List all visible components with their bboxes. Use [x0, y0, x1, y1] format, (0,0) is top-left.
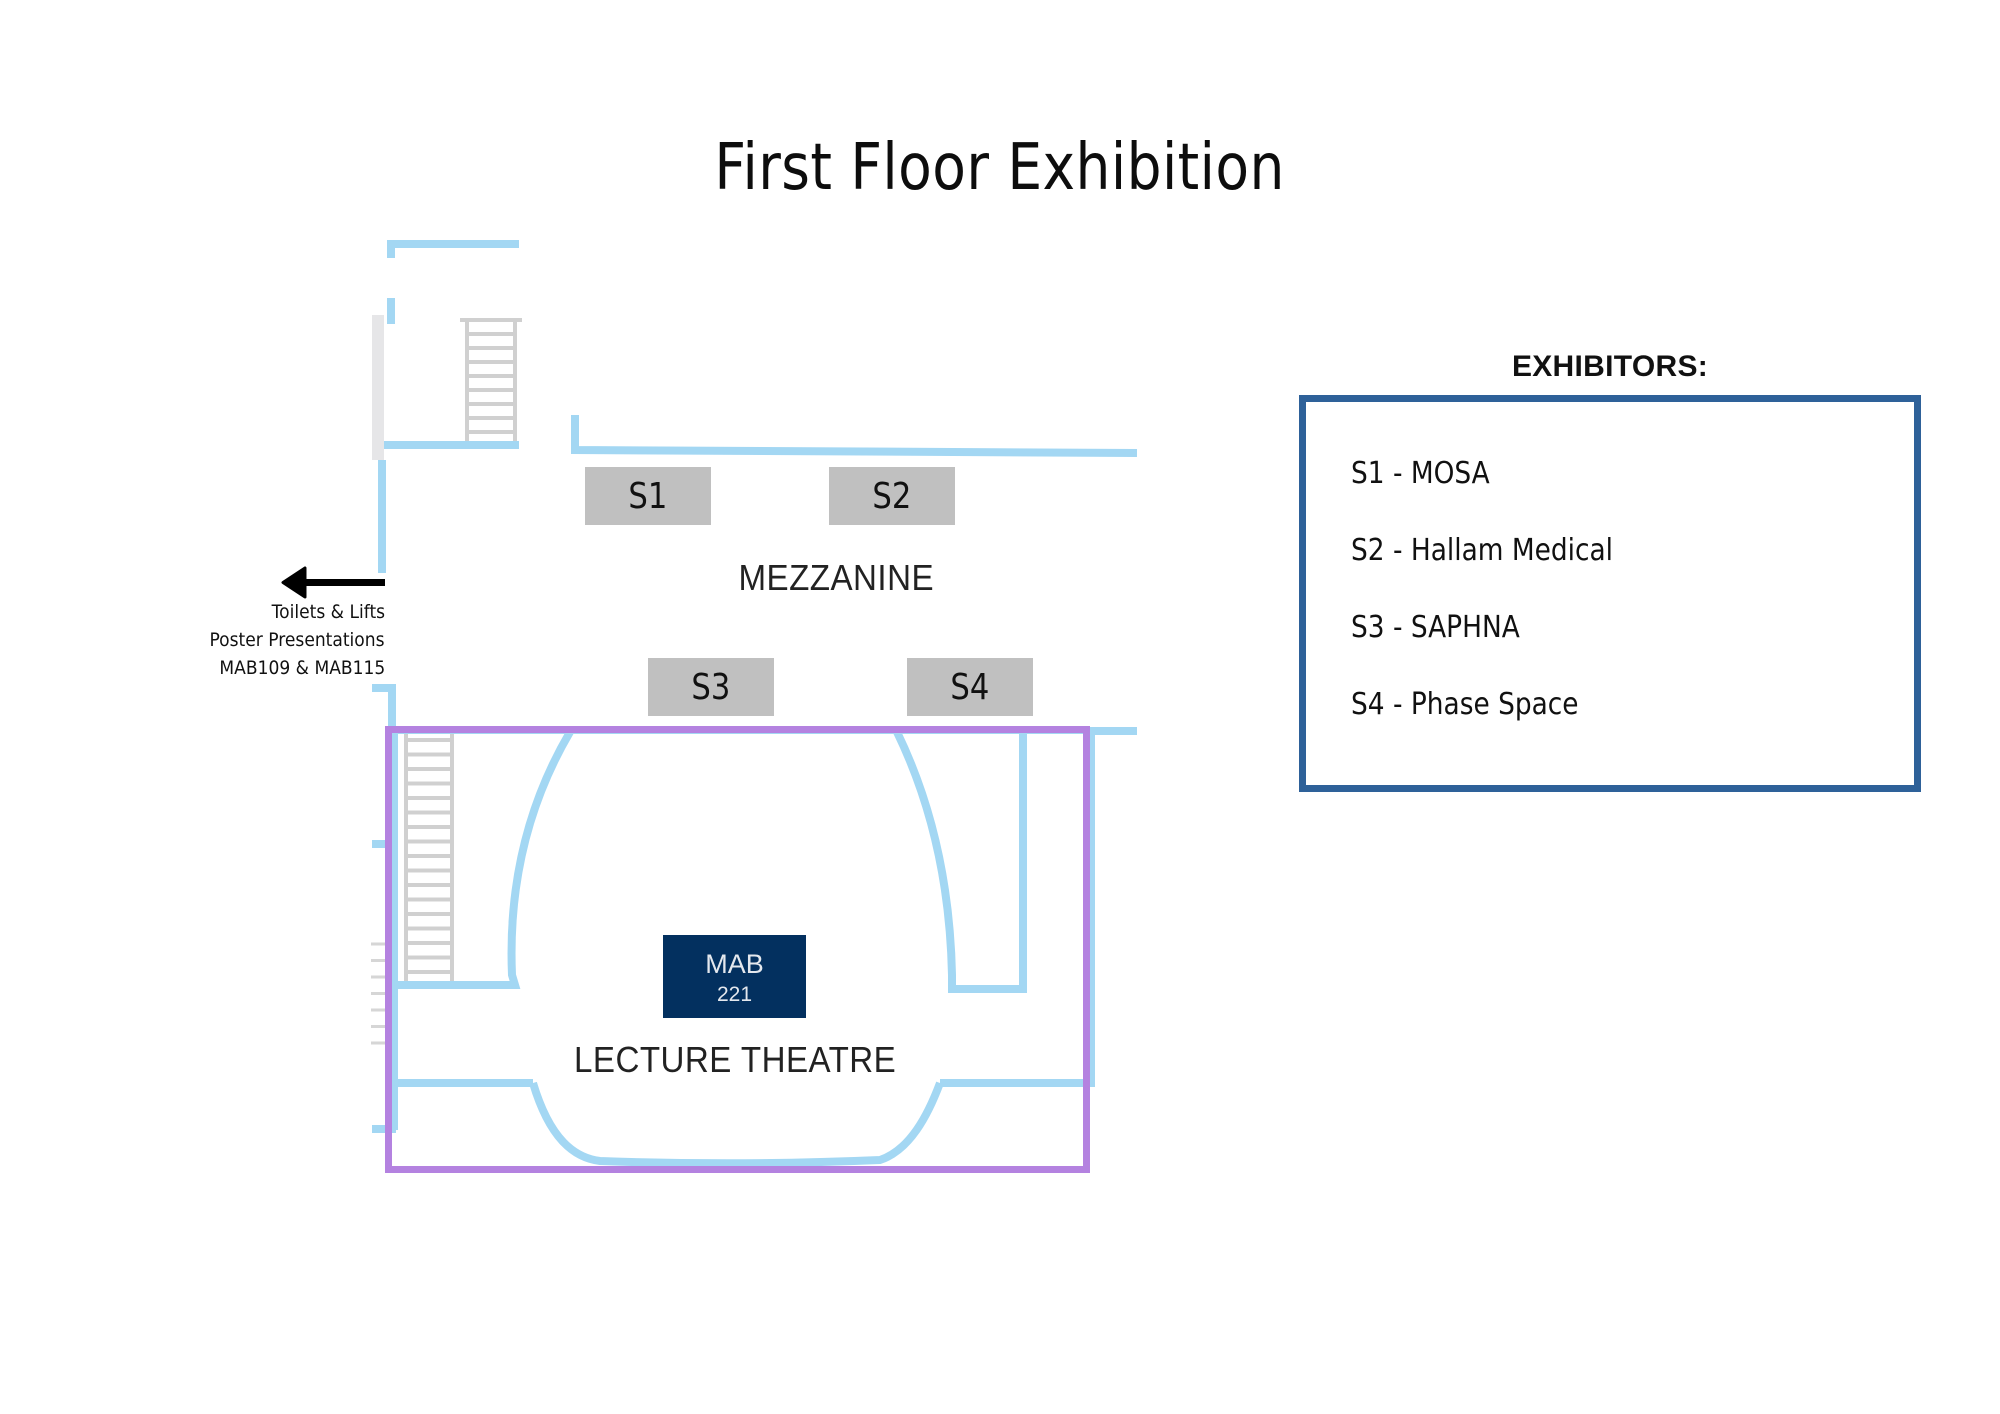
stand-label: S4 — [950, 666, 990, 708]
exhibitors-heading: EXHIBITORS: — [1511, 350, 1709, 383]
area-label-mezzanine: MEZZANINE — [738, 557, 934, 598]
lecture-theatre-highlight[interactable] — [385, 726, 1090, 1173]
stand-s3[interactable]: S3 — [648, 658, 774, 716]
exhibitor-item: S3 - SAPHNA — [1351, 610, 1520, 645]
area-label-lecture-theatre: LECTURE THEATRE — [573, 1039, 897, 1080]
wall-segment — [893, 730, 1027, 993]
arrow-left-icon — [281, 566, 385, 599]
wall-segment — [571, 415, 1138, 457]
exhibitors-legend: S1 - MOSA S2 - Hallam Medical S3 - SAPHN… — [1299, 395, 1921, 792]
wall-segment — [394, 729, 574, 989]
stand-s1[interactable]: S1 — [585, 467, 711, 525]
stand-label: S2 — [872, 475, 912, 517]
stand-s2[interactable]: S2 — [829, 467, 955, 525]
stand-label: S1 — [628, 475, 668, 517]
wall-segment — [529, 1081, 944, 1168]
directions-line: Poster Presentations — [209, 629, 385, 651]
stand-label: S3 — [691, 666, 731, 708]
directions-label: Toilets & Lifts Poster Presentations MAB… — [150, 598, 385, 682]
directions-line: Toilets & Lifts — [271, 601, 385, 623]
room-building-code: MAB — [705, 949, 764, 979]
stairs-icon — [404, 734, 454, 981]
stairs-icon — [371, 942, 385, 1045]
stairs-icon — [460, 318, 522, 441]
exhibitor-item: S2 - Hallam Medical — [1351, 533, 1613, 568]
room-number: 221 — [716, 983, 753, 1006]
wall-segment — [387, 240, 519, 258]
stand-s4[interactable]: S4 — [907, 658, 1033, 716]
directions-line: MAB109 & MAB115 — [219, 657, 385, 679]
wall-partition — [372, 315, 384, 460]
wall-segment — [372, 684, 396, 726]
exhibitor-item: S1 - MOSA — [1351, 456, 1490, 491]
page-title: First Floor Exhibition — [0, 128, 2000, 208]
room-number-badge: MAB 221 — [663, 935, 806, 1018]
page-title-text: First Floor Exhibition — [714, 131, 1286, 205]
exhibitor-item: S4 - Phase Space — [1351, 687, 1579, 722]
